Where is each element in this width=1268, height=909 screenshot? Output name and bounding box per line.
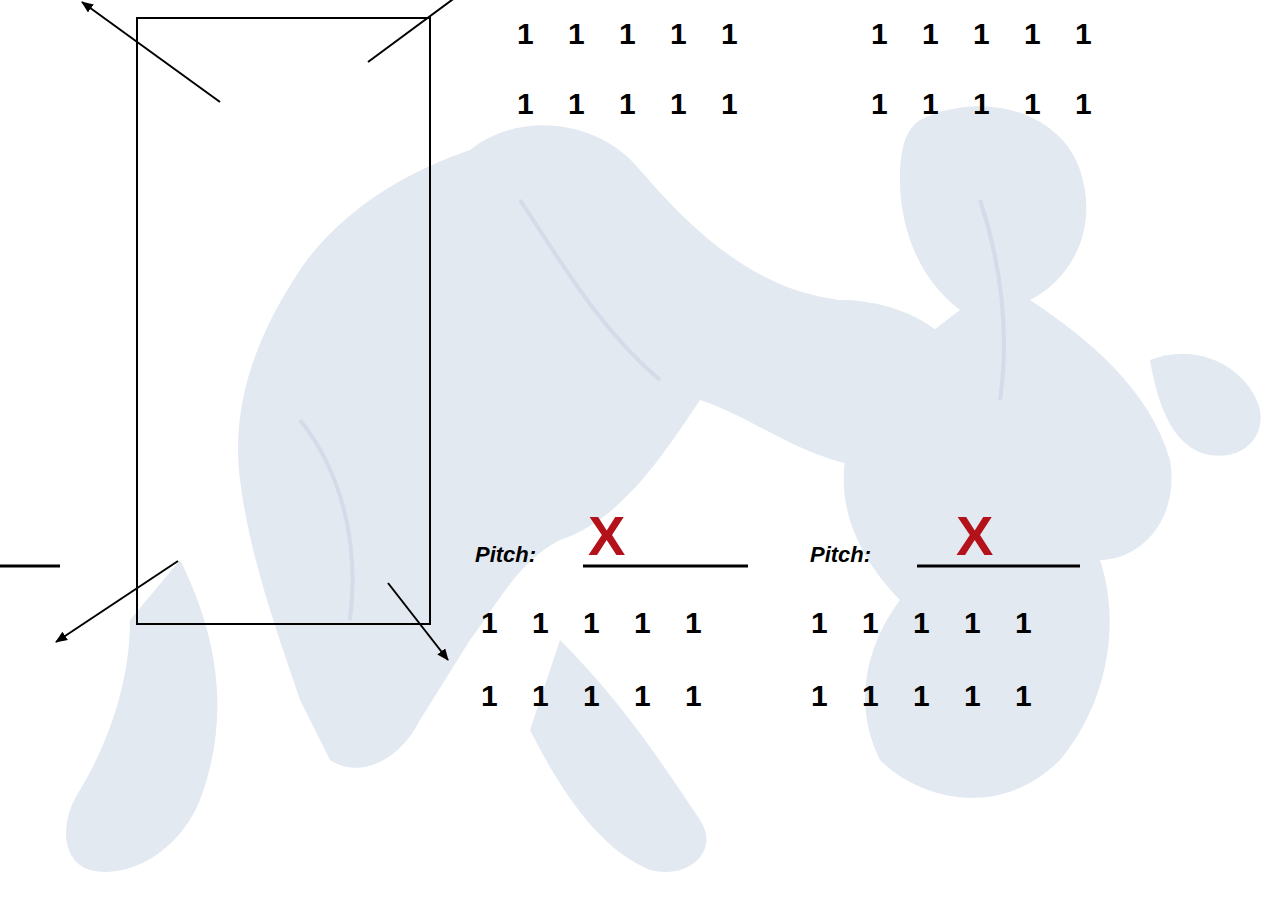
- blank-line: [917, 565, 1080, 568]
- blank-line: [0, 565, 60, 568]
- player-silhouettes: [66, 106, 1261, 872]
- tally-row: 1 1 1 1 1: [517, 89, 738, 119]
- tally-row: 1 1 1 1 1: [811, 608, 1032, 638]
- direction-arrow: [82, 2, 220, 102]
- direction-arrow: [388, 583, 448, 660]
- tally-row: 1 1 1 1 1: [871, 19, 1092, 49]
- strike-zone-box: [137, 18, 430, 624]
- blank-line: [583, 565, 748, 568]
- pitch-mark: X: [588, 508, 625, 564]
- pitch-label: Pitch:: [475, 544, 536, 566]
- illustration-detail: [300, 200, 1004, 620]
- tally-row: 1 1 1 1 1: [811, 681, 1032, 711]
- direction-arrow: [56, 561, 178, 642]
- direction-arrow: [368, 0, 460, 62]
- tally-row: 1 1 1 1 1: [871, 89, 1092, 119]
- pitch-mark: X: [956, 508, 993, 564]
- tally-row: 1 1 1 1 1: [517, 19, 738, 49]
- tally-row: 1 1 1 1 1: [481, 681, 702, 711]
- tally-row: 1 1 1 1 1: [481, 608, 702, 638]
- pitch-label: Pitch:: [810, 544, 871, 566]
